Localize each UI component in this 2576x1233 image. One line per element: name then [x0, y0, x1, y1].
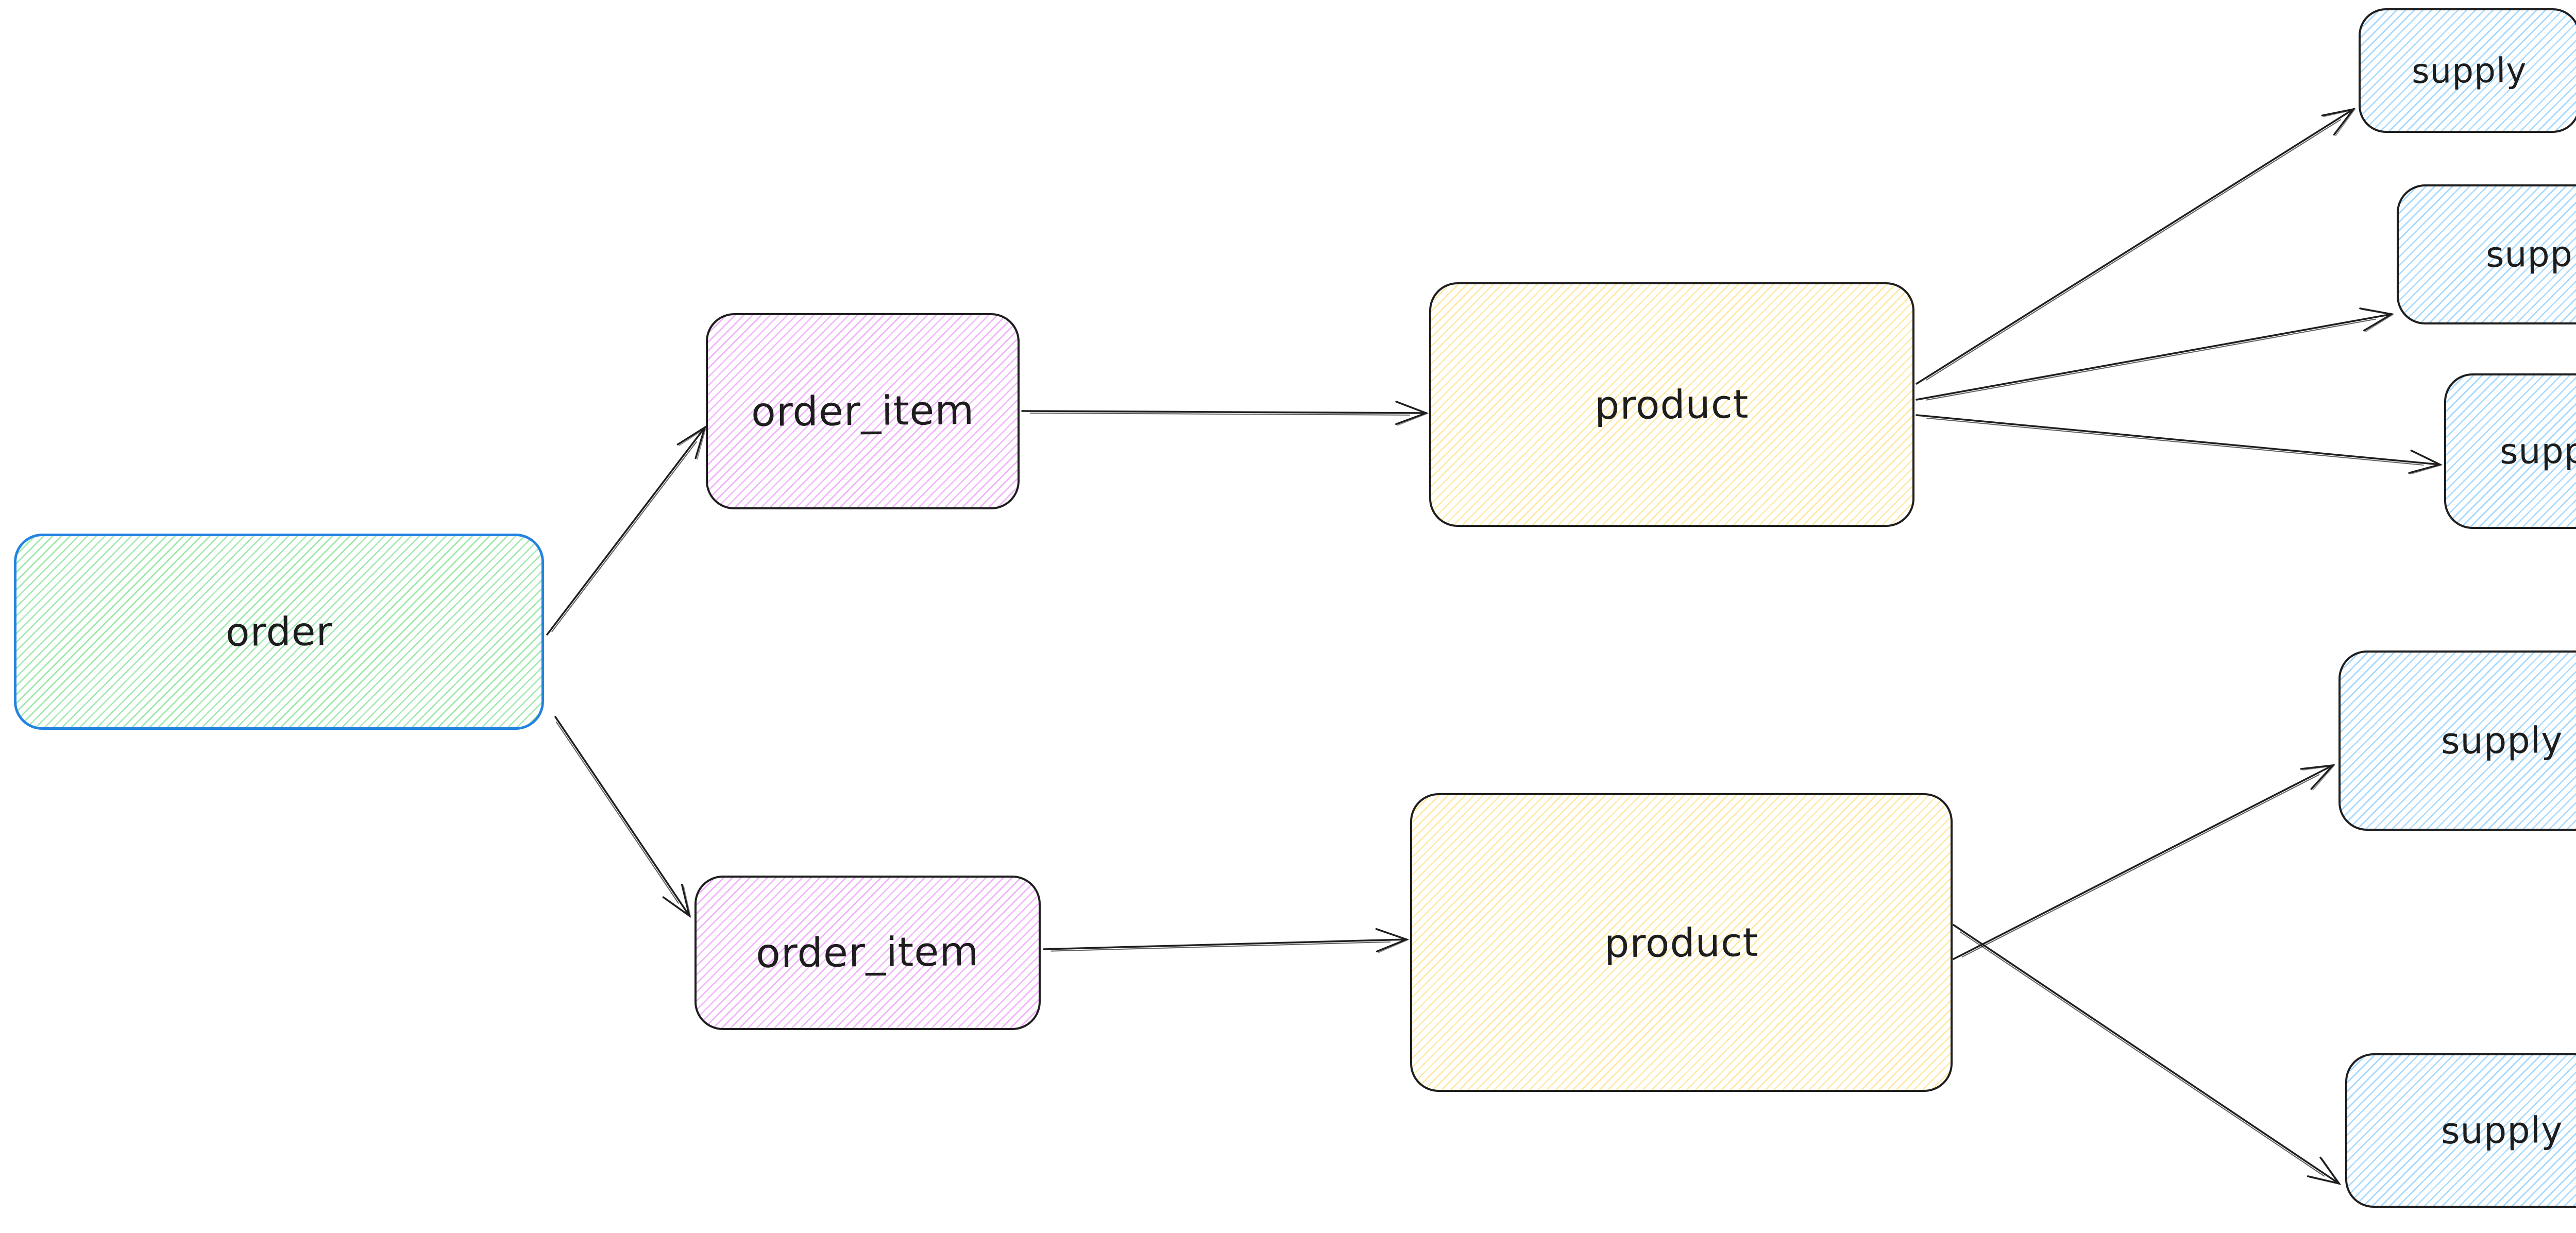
node-supply-4: supply — [2338, 650, 2576, 831]
node-label: product — [1594, 381, 1750, 429]
node-order-item-2: order_item — [694, 876, 1041, 1030]
node-product-1: product — [1429, 282, 1914, 527]
node-label: order — [225, 608, 333, 655]
edge-product-2-to-supply-5 — [1953, 924, 2342, 1185]
edge-order-to-order-item-2 — [554, 716, 691, 918]
node-label: supply — [2499, 430, 2576, 472]
node-label: order_item — [751, 387, 975, 436]
node-label: supply — [2441, 718, 2564, 763]
edge-order-item-1-to-product-1 — [1021, 401, 1429, 426]
edge-order-to-order-item-1 — [546, 425, 707, 636]
node-label: supply — [2441, 1108, 2563, 1153]
edge-product-2-to-supply-4 — [1953, 764, 2335, 960]
node-order-item-1: order_item — [706, 313, 1020, 509]
node-label: supply — [2411, 50, 2528, 91]
edge-product-1-to-supply-3 — [1916, 414, 2443, 475]
edge-product-1-to-supply-2 — [1916, 307, 2394, 401]
node-supply-1: supply — [2359, 8, 2576, 133]
edge-order-item-2-to-product-2 — [1043, 928, 1409, 953]
node-supply-2: supply — [2397, 184, 2576, 324]
node-label: supply — [2485, 233, 2576, 276]
node-label: product — [1604, 919, 1759, 966]
node-product-2: product — [1410, 793, 1953, 1092]
node-supply-5: supply — [2345, 1053, 2576, 1208]
node-order: order — [14, 534, 544, 730]
node-label: order_item — [756, 929, 979, 977]
edge-product-1-to-supply-1 — [1916, 108, 2356, 385]
node-supply-3: supply — [2444, 373, 2576, 529]
